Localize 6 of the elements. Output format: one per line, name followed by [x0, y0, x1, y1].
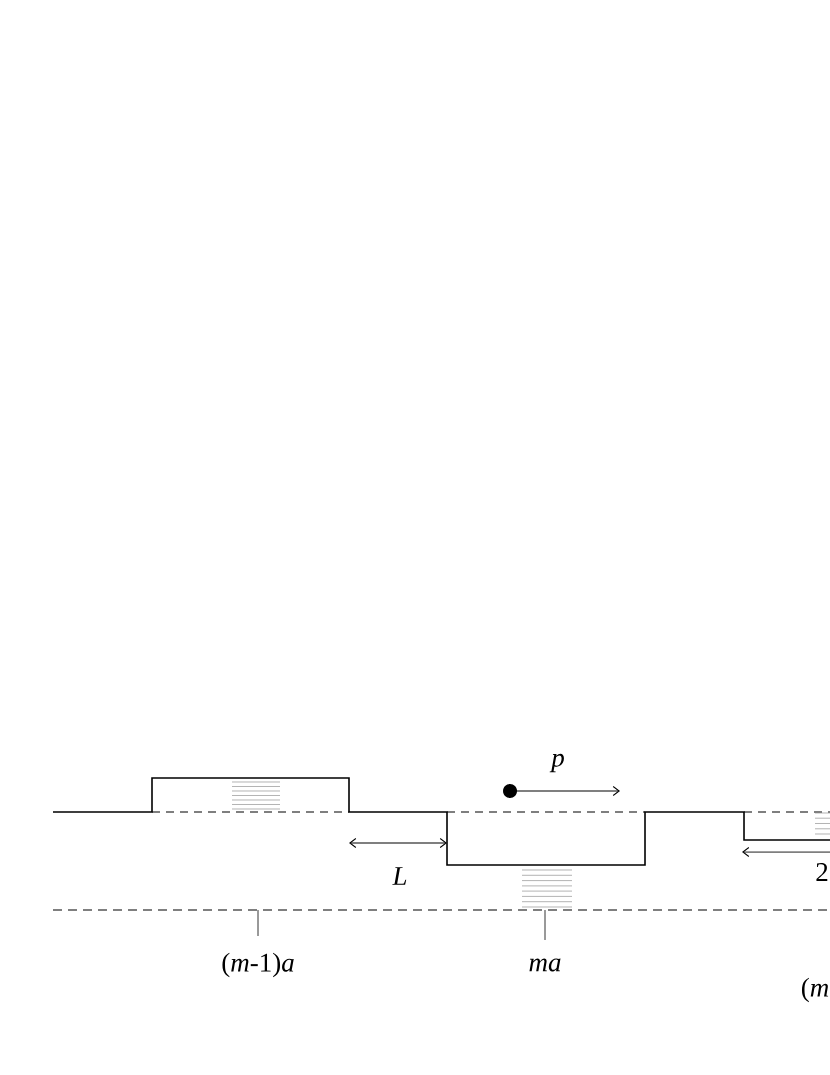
axis-label: (m-1)a — [222, 952, 294, 978]
axis-label: (m — [801, 977, 829, 1003]
axis-label: p — [549, 753, 564, 773]
axis-label: L — [392, 867, 407, 885]
axis-label: 2 — [816, 863, 828, 881]
axis-label: ma — [529, 958, 561, 972]
